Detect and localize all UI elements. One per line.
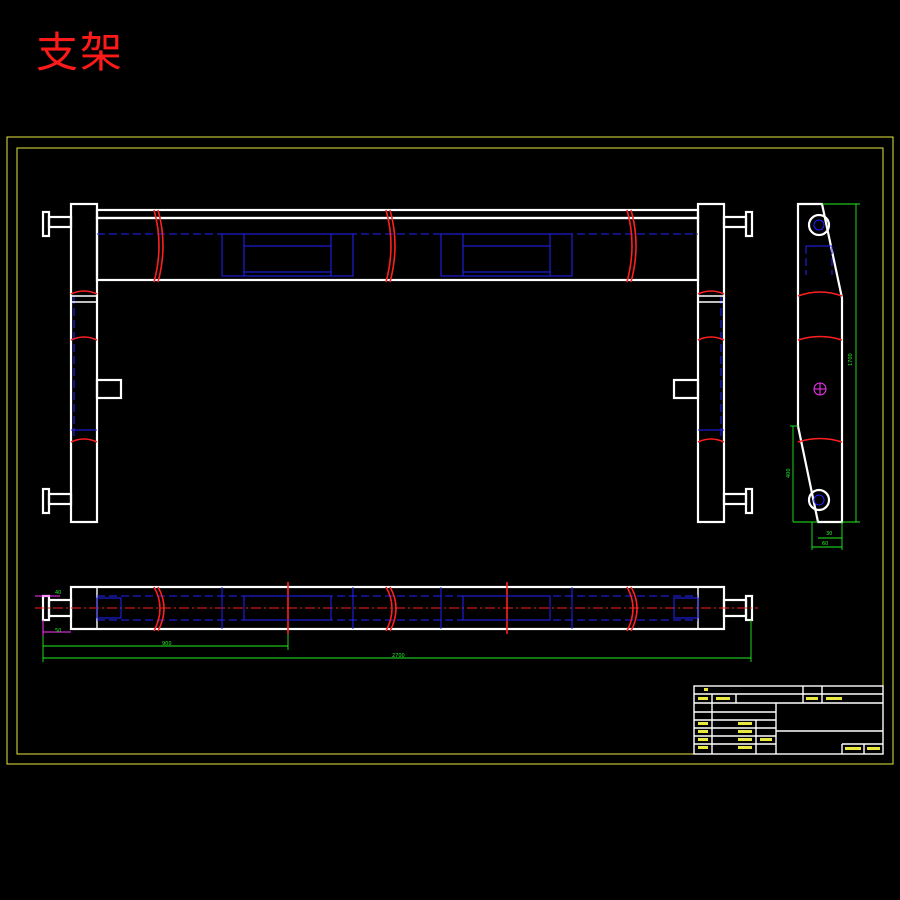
outer-border [6,136,894,765]
dim-overall-length: 2700 [392,653,405,659]
inner-border [16,147,884,755]
side-view [790,202,860,550]
dim-side-lower: 400 [786,468,792,478]
title-block [693,685,884,755]
plan-view [35,582,758,662]
front-view [41,202,754,524]
dim-side-height: 1700 [848,353,854,366]
dim-side-bottom-b: 60 [822,541,828,547]
dim-left-small-b: 50 [55,628,61,634]
drawing-title: 支架 [36,28,125,77]
dim-left-small: 40 [55,590,61,596]
dim-side-bottom-a: 30 [826,531,832,537]
dim-partial-length: 900 [162,641,172,647]
